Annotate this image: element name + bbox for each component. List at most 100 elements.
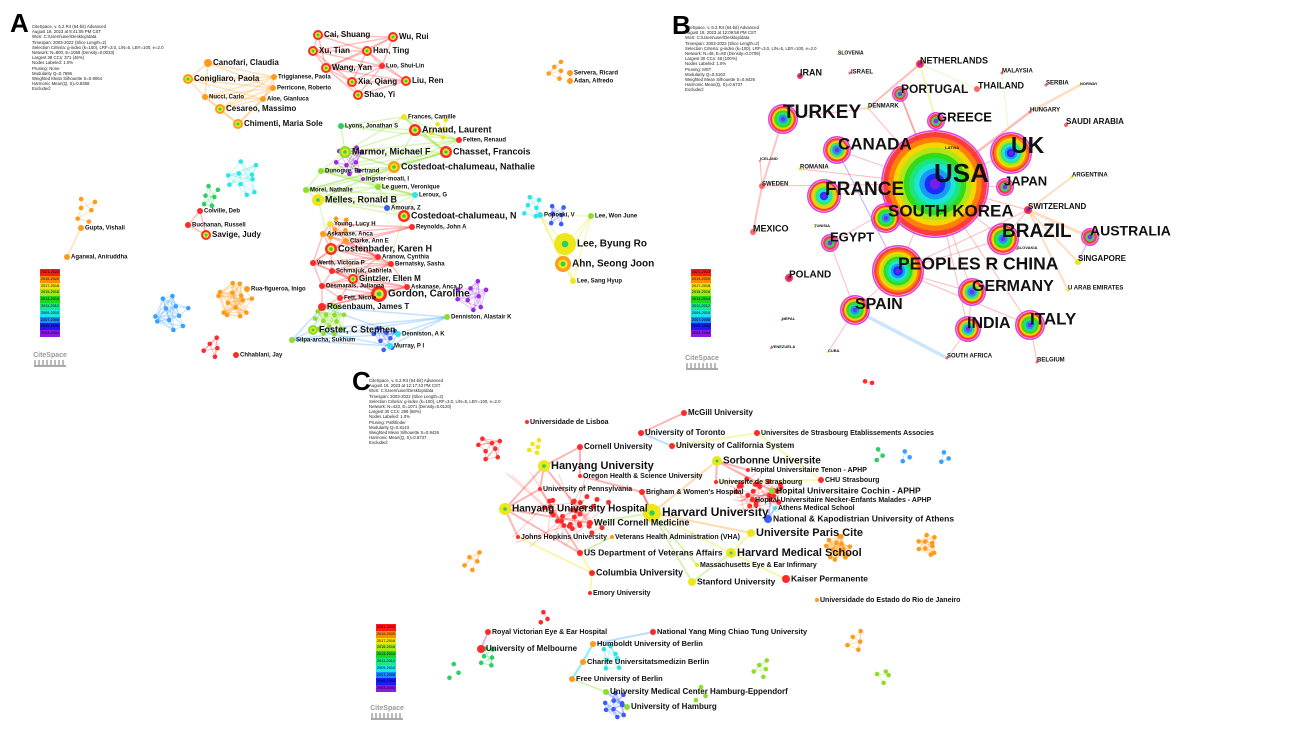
cluster-edge (232, 282, 242, 296)
info-line: August 18, 2023 at 12:09:58 PM CST (685, 30, 757, 36)
cluster-edge (317, 328, 335, 335)
author-label: Leroux, G (419, 193, 447, 199)
cluster-node (584, 494, 590, 500)
edge (352, 278, 408, 288)
edge (351, 65, 383, 83)
cluster-edge (829, 546, 851, 558)
cluster-edge (154, 298, 164, 317)
cluster-node (577, 500, 583, 506)
node-core (729, 551, 733, 555)
node-core (350, 80, 354, 84)
cluster-edge (156, 305, 177, 322)
cluster-node (615, 656, 620, 661)
node (747, 529, 755, 537)
author-label: Arnaud, Laurent (422, 124, 492, 134)
node (64, 254, 70, 260)
cluster-node (354, 145, 359, 150)
cluster-edge (218, 295, 247, 313)
node (1075, 259, 1081, 265)
cluster-node (227, 182, 232, 188)
cluster-node (212, 354, 218, 360)
cluster-node (230, 280, 236, 286)
cluster-edge (467, 280, 479, 301)
author-label: Conigliaro, Paola (194, 74, 260, 83)
edge (329, 223, 413, 228)
edge (592, 631, 654, 645)
info-line: Modularity Q=0.7686 (32, 70, 73, 76)
node (669, 443, 675, 449)
author-label: Cesareo, Massimo (226, 104, 296, 113)
edge (322, 226, 413, 235)
cluster-node (547, 504, 553, 510)
info-line: CiteSpace, v. 6.2.R4 (64-bit) Advanced (685, 25, 759, 30)
cluster-node (827, 554, 833, 560)
cluster-node (327, 324, 332, 330)
legend-year-swatch: 2019-2020 (691, 275, 711, 283)
cluster-edge (341, 314, 345, 330)
cluster-node (240, 297, 245, 303)
cluster-node (249, 296, 255, 301)
cluster-node (333, 160, 339, 165)
node-ring (969, 289, 975, 295)
cluster-edge (80, 201, 96, 209)
cluster-node (608, 643, 613, 649)
country-label: FRANCE (825, 179, 904, 200)
node-ring (965, 326, 971, 332)
node (1028, 110, 1032, 114)
country-label: AUSTRALIA (1090, 223, 1171, 239)
node (781, 319, 783, 321)
cluster-node (621, 692, 626, 698)
cluster-node (489, 655, 495, 660)
cluster-node (333, 216, 339, 221)
cluster-node (206, 183, 211, 189)
edge (571, 678, 607, 693)
cluster-node (577, 511, 583, 517)
author-label: Lee, Won June (595, 214, 638, 220)
info-line: Harmonic Mean(Q, S)=0.8737 (369, 435, 427, 441)
cluster-edge (604, 702, 618, 718)
author-label: Perricone, Roberto (277, 86, 331, 92)
cluster-edge (317, 314, 345, 330)
cluster-node (378, 338, 383, 344)
legend-year-swatch: 2017-2018 (40, 282, 60, 290)
edge (504, 508, 581, 554)
edge (1027, 209, 1079, 263)
cluster-node (549, 203, 555, 209)
node-halo (880, 130, 989, 239)
author-label: Fett, Nicole (344, 296, 377, 302)
cluster-node (180, 323, 186, 329)
cluster-node (883, 669, 889, 674)
institution-label: Columbia University (596, 567, 683, 577)
cluster-edge (317, 304, 333, 330)
node-halo (839, 294, 870, 325)
node (395, 331, 401, 337)
cluster-node (753, 502, 759, 508)
info-line: Largest 30 CCs: 48 (100%) (685, 56, 738, 62)
cluster-node (221, 310, 226, 315)
author-label: Wang, Yan (332, 63, 372, 72)
edge (504, 508, 591, 524)
node (388, 261, 394, 267)
cluster-edge (829, 543, 842, 558)
node-core (186, 77, 190, 81)
cluster-edge (825, 545, 848, 556)
node-ring (929, 178, 941, 190)
edge (739, 493, 751, 507)
panel-b-letter: B (672, 10, 691, 40)
cluster-edge (457, 289, 487, 300)
edge (351, 50, 368, 83)
edge (651, 460, 718, 514)
cluster-node (902, 449, 908, 454)
cluster-node (185, 305, 191, 311)
cluster-node (776, 499, 782, 505)
node (580, 659, 586, 665)
edge (305, 151, 447, 191)
edge (320, 170, 364, 180)
cluster-node (550, 512, 556, 518)
cluster-edge (231, 292, 241, 317)
cluster-edge (162, 298, 174, 331)
node-ring (1087, 234, 1093, 240)
institution-label: Brigham & Women's Hospital (646, 489, 744, 496)
node (375, 254, 381, 260)
